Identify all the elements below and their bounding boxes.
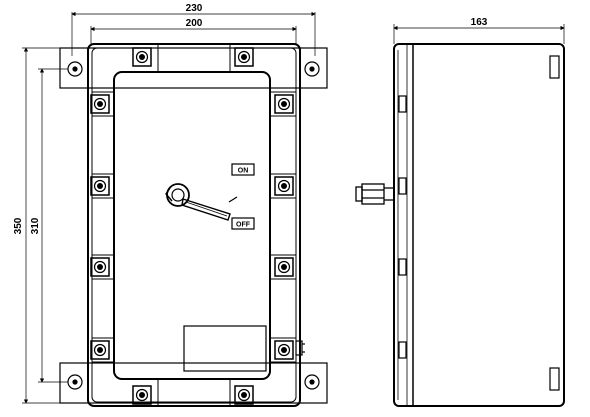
top-mounting-flange <box>59 47 328 89</box>
nameplate <box>183 325 267 372</box>
dim-depth: 163 <box>393 17 565 44</box>
side-view <box>355 43 565 407</box>
svg-text:230: 230 <box>186 3 203 14</box>
svg-text:200: 200 <box>186 18 203 29</box>
bolt-top-right <box>234 47 254 67</box>
flange-hole-top-right <box>304 61 320 77</box>
bolt-right-1 <box>274 94 294 114</box>
side-hinge-tabs <box>398 95 407 359</box>
flange-hole-bottom-right <box>304 374 320 390</box>
svg-text:350: 350 <box>13 217 24 234</box>
dim-enclosure-height: 310 <box>30 68 68 383</box>
bolt-right-4 <box>274 340 294 360</box>
bolt-right-2 <box>274 176 294 196</box>
bolt-left-3 <box>90 257 110 277</box>
bolt-left-2 <box>90 176 110 196</box>
side-top-bolt <box>549 55 560 79</box>
bolt-right-3 <box>274 257 294 277</box>
bottom-mounting-flange <box>59 362 328 404</box>
off-label: OFF <box>231 217 255 230</box>
bolt-left-1 <box>90 94 110 114</box>
svg-text:OFF: OFF <box>236 222 251 229</box>
svg-text:ON: ON <box>238 168 249 175</box>
rotary-switch-handle <box>165 183 238 221</box>
side-switch-handle <box>355 183 394 205</box>
on-label: ON <box>231 163 255 176</box>
front-view: ON OFF <box>59 43 328 407</box>
enclosure-inner-edge <box>91 47 297 403</box>
bolt-bottom-left <box>132 385 152 405</box>
bolt-top-left <box>132 47 152 67</box>
dim-flange-width: 230 <box>71 3 316 56</box>
enclosure-body <box>87 43 301 407</box>
dim-enclosure-width: 200 <box>90 18 297 44</box>
flange-hole-bottom-left <box>67 374 83 390</box>
side-bottom-bolt <box>549 367 560 391</box>
svg-text:310: 310 <box>30 217 41 234</box>
bottom-lug <box>157 378 231 407</box>
side-lugs-right <box>270 91 296 363</box>
side-body <box>393 43 565 407</box>
side-lugs-left <box>92 91 114 363</box>
cover-bolts <box>90 47 294 405</box>
top-lug <box>157 43 231 73</box>
bolt-left-4 <box>90 340 110 360</box>
dim-flange-height: 350 <box>13 47 60 404</box>
flange-hole-top-left <box>67 61 83 77</box>
svg-text:163: 163 <box>471 17 488 28</box>
bolt-bottom-right <box>234 385 254 405</box>
side-cable-gland <box>295 340 305 356</box>
